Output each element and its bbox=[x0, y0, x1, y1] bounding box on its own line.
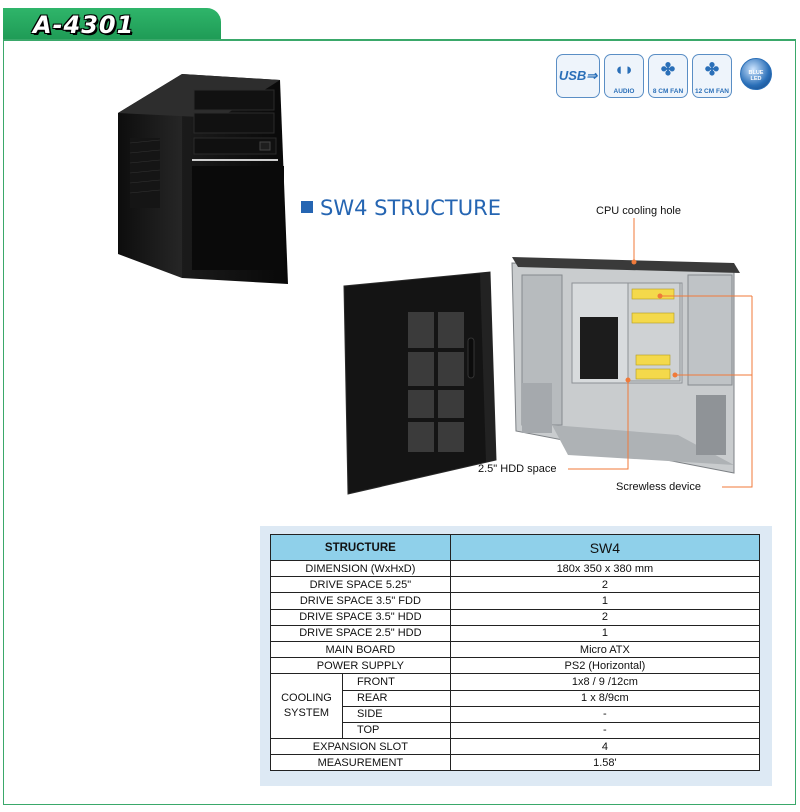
audio-icon: ◖◗ AUDIO bbox=[604, 54, 644, 98]
row-value: 1.58' bbox=[449, 754, 761, 772]
row-value: 180x 350 x 380 mm bbox=[449, 559, 761, 578]
blue-led-icon: BLUE LED bbox=[740, 58, 772, 90]
fan-8cm-icon: ✤ 8 CM FAN bbox=[648, 54, 688, 98]
cooling-system-label: COOLING SYSTEM bbox=[270, 673, 343, 740]
spec-table-panel: STRUCTURE SW4 DIMENSION (WxHxD)180x 350 … bbox=[260, 526, 772, 786]
bullet-square-icon bbox=[301, 201, 313, 213]
row-value: 1 bbox=[449, 624, 761, 642]
row-label: FRONT bbox=[341, 673, 451, 691]
row-label: MEASUREMENT bbox=[270, 754, 451, 772]
row-value: - bbox=[449, 721, 761, 740]
row-label: DRIVE SPACE 3.5" FDD bbox=[270, 592, 451, 610]
row-value: 4 bbox=[449, 738, 761, 756]
row-label: TOP bbox=[341, 721, 451, 740]
callout-cpu-cooling-hole: CPU cooling hole bbox=[596, 205, 681, 217]
feature-icons: USB⇒ ◖◗ AUDIO ✤ 8 CM FAN ✤ 12 CM FAN BLU… bbox=[556, 54, 772, 98]
row-label: DIMENSION (WxHxD) bbox=[270, 559, 451, 578]
table-header-row: STRUCTURE SW4 bbox=[270, 534, 761, 561]
spec-table: STRUCTURE SW4 DIMENSION (WxHxD)180x 350 … bbox=[270, 534, 761, 772]
row-label: DRIVE SPACE 5.25" bbox=[270, 576, 451, 594]
header-structure: STRUCTURE bbox=[270, 534, 451, 561]
row-label: POWER SUPPLY bbox=[270, 657, 451, 675]
chassis-structure-image bbox=[511, 257, 740, 474]
row-label: REAR bbox=[341, 689, 451, 707]
row-label: DRIVE SPACE 3.5" HDD bbox=[270, 608, 451, 626]
table-row: DIMENSION (WxHxD)180x 350 x 380 mm bbox=[270, 559, 761, 578]
table-row: COOLING SYSTEM FRONT 1x8 / 9 /12cm bbox=[270, 673, 761, 740]
side-panel-image bbox=[343, 271, 497, 495]
row-value: Micro ATX bbox=[449, 640, 761, 659]
model-name: A-4301 bbox=[33, 11, 135, 39]
model-tab: A-4301 bbox=[3, 8, 221, 41]
table-row: TOP- bbox=[271, 721, 761, 740]
row-label: DRIVE SPACE 2.5" HDD bbox=[270, 624, 451, 642]
usb-icon: USB⇒ bbox=[556, 54, 600, 98]
row-value: 1 x 8/9cm bbox=[449, 689, 761, 707]
callout-hdd-space: 2.5" HDD space bbox=[478, 463, 557, 475]
page-frame bbox=[3, 39, 796, 805]
row-value: - bbox=[449, 705, 761, 723]
row-value: 1x8 / 9 /12cm bbox=[449, 673, 761, 691]
row-value: 2 bbox=[449, 576, 761, 594]
header-model: SW4 bbox=[449, 534, 761, 561]
row-label: EXPANSION SLOT bbox=[270, 738, 451, 756]
row-label: SIDE bbox=[341, 705, 451, 723]
row-value: PS2 (Horizontal) bbox=[449, 657, 761, 675]
row-label: MAIN BOARD bbox=[270, 640, 451, 659]
row-value: 2 bbox=[449, 608, 761, 626]
row-value: 1 bbox=[449, 592, 761, 610]
table-row: DRIVE SPACE 5.25"2 bbox=[270, 576, 761, 594]
section-title: SW4 STRUCTURE bbox=[301, 196, 501, 220]
tower-case-image bbox=[118, 74, 288, 284]
section-title-text: SW4 STRUCTURE bbox=[320, 196, 501, 220]
fan-12cm-icon: ✤ 12 CM FAN bbox=[692, 54, 732, 98]
table-row: SIDE- bbox=[271, 705, 761, 723]
callout-screwless-device: Screwless device bbox=[616, 481, 701, 493]
